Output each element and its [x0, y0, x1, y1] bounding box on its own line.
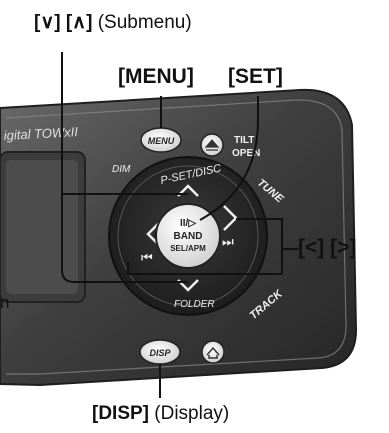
callout-set-key: [SET] [228, 65, 283, 88]
up-arrow-icon[interactable] [177, 184, 199, 197]
callout-menu-key: [MENU] [118, 65, 194, 88]
callout-menu: [MENU] [118, 66, 194, 87]
callout-set: [SET] [228, 66, 283, 87]
eject-button[interactable] [200, 133, 224, 157]
side-letter: n [0, 293, 9, 312]
release-button[interactable] [201, 340, 225, 364]
callout-up-down-key: [∨] [∧] [34, 12, 93, 33]
menu-button-label: MENU [148, 136, 175, 146]
eject-icon [204, 139, 220, 151]
label-dim: DIM [112, 164, 131, 175]
set-button-line3: SEL/APM [170, 244, 206, 253]
down-arrow-icon[interactable] [177, 279, 199, 292]
brand-text: igital TOWxII [3, 124, 78, 143]
faceplate-edge [5, 99, 347, 375]
label-open: OPEN [232, 148, 260, 159]
release-icon [206, 346, 220, 359]
set-button-line2: BAND [174, 231, 203, 242]
callout-disp-desc: (Display) [154, 403, 230, 424]
leader-lines [61, 52, 298, 398]
callout-disp: [DISP] (Display) [92, 404, 229, 423]
set-button-line1: II/▷ [180, 218, 197, 229]
disp-button[interactable]: DISP [139, 339, 181, 365]
menu-button[interactable]: MENU [140, 127, 182, 153]
callout-left-right-key: [<] [>] [298, 236, 357, 259]
label-folder: FOLDER [174, 299, 215, 310]
callout-up-down: [∨] [∧] (Submenu) [34, 13, 192, 32]
skip-back-icon: ⏮ [141, 251, 153, 266]
callout-up-down-desc: (Submenu) [97, 12, 192, 33]
callout-left-right: [<] [>] [298, 237, 356, 258]
disp-button-label: DISP [149, 348, 171, 358]
callout-disp-key: [DISP] [92, 403, 149, 424]
label-tilt: TILT [234, 135, 254, 146]
set-button[interactable]: II/▷ BAND SEL/APM [155, 203, 221, 269]
skip-forward-icon: ⏭ [222, 235, 234, 250]
